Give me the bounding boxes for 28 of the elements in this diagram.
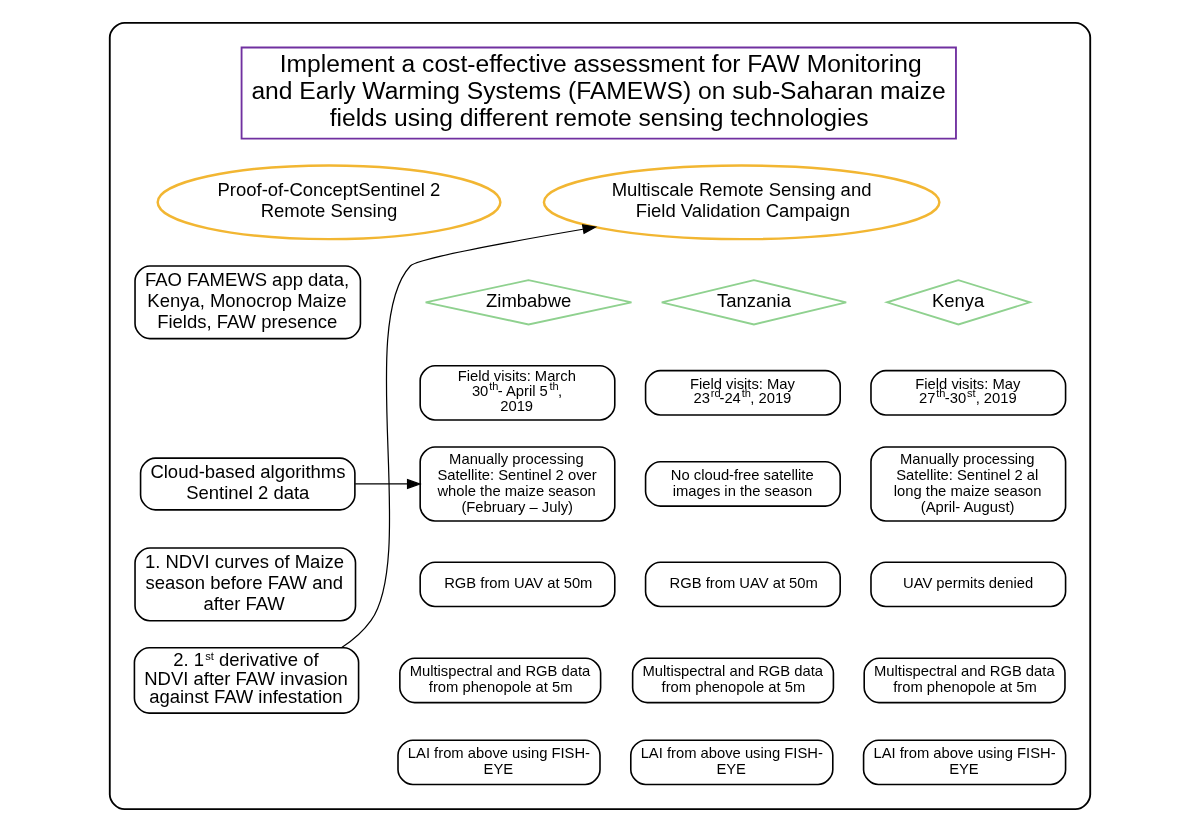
node-box: Field visits: May 23$^{rd}$-24$^{th}$, 2019: [644, 369, 841, 416]
node-box: RGB from UAV at 50m: [419, 561, 616, 608]
node-box: Cloud-based algorithms Sentinel 2 data: [139, 457, 356, 511]
node-diamond: Kenya: [883, 279, 1033, 326]
arrow: [354, 478, 422, 490]
node-box: 1. NDVI curves of Maize season before FAW and after FAW: [134, 547, 357, 622]
arrow: [340, 224, 598, 649]
node-ellipse: Multiscale Remote Sensing and Field Validation Campaign: [542, 164, 941, 241]
node-box: Multispectral and RGB data from phenopole at 5m: [863, 657, 1066, 704]
node-box: Multispectral and RGB data from phenopole at 5m: [399, 657, 602, 704]
node-box: Field visits: March 30$^{th}$- April 5$^{th}$, 2019: [419, 364, 616, 421]
node-box: Multispectral and RGB data from phenopole at 5m: [631, 657, 835, 704]
cluster: [108, 21, 1092, 811]
node-ellipse: Proof-of-ConceptSentinel 2 Remote Sensing: [156, 164, 502, 241]
node-box: FAO FAMEWS app data, Kenya, Monocrop Maize Fields, FAW presence: [134, 265, 362, 340]
node-box: UAV permits denied: [870, 561, 1067, 608]
node-box: Implement a cost-effective assessment for FAW Monitoring and Early Warming Systems (FAMEWS) on sub-Saharan maize fields using different remote sensing technologies: [240, 46, 957, 140]
node-box: Field visits: May 27$^{th}$-30$^{st}$, 2019: [870, 369, 1067, 416]
node-diamond: Zimbabwe: [424, 279, 633, 326]
node-box: LAI from above using FISH-EYE: [630, 739, 834, 786]
node-box: Manually processing Satellite: Sentinel 2 al long the maize season (April- August): [870, 446, 1067, 522]
node-box: RGB from UAV at 50m: [644, 561, 841, 608]
node-box: LAI from above using FISH-EYE: [397, 739, 601, 786]
node-diamond: Tanzania: [660, 279, 848, 326]
node-box: Manually processing Satellite: Sentinel 2 over whole the maize season (February – July): [419, 446, 616, 522]
node-box: No cloud-free satellite images in the season: [644, 461, 841, 507]
node-box: 2. 1$^{st}$ derivative of NDVI after FAW invasion against FAW infestation: [133, 647, 360, 714]
node-box: LAI from above using FISH-EYE: [862, 739, 1067, 786]
